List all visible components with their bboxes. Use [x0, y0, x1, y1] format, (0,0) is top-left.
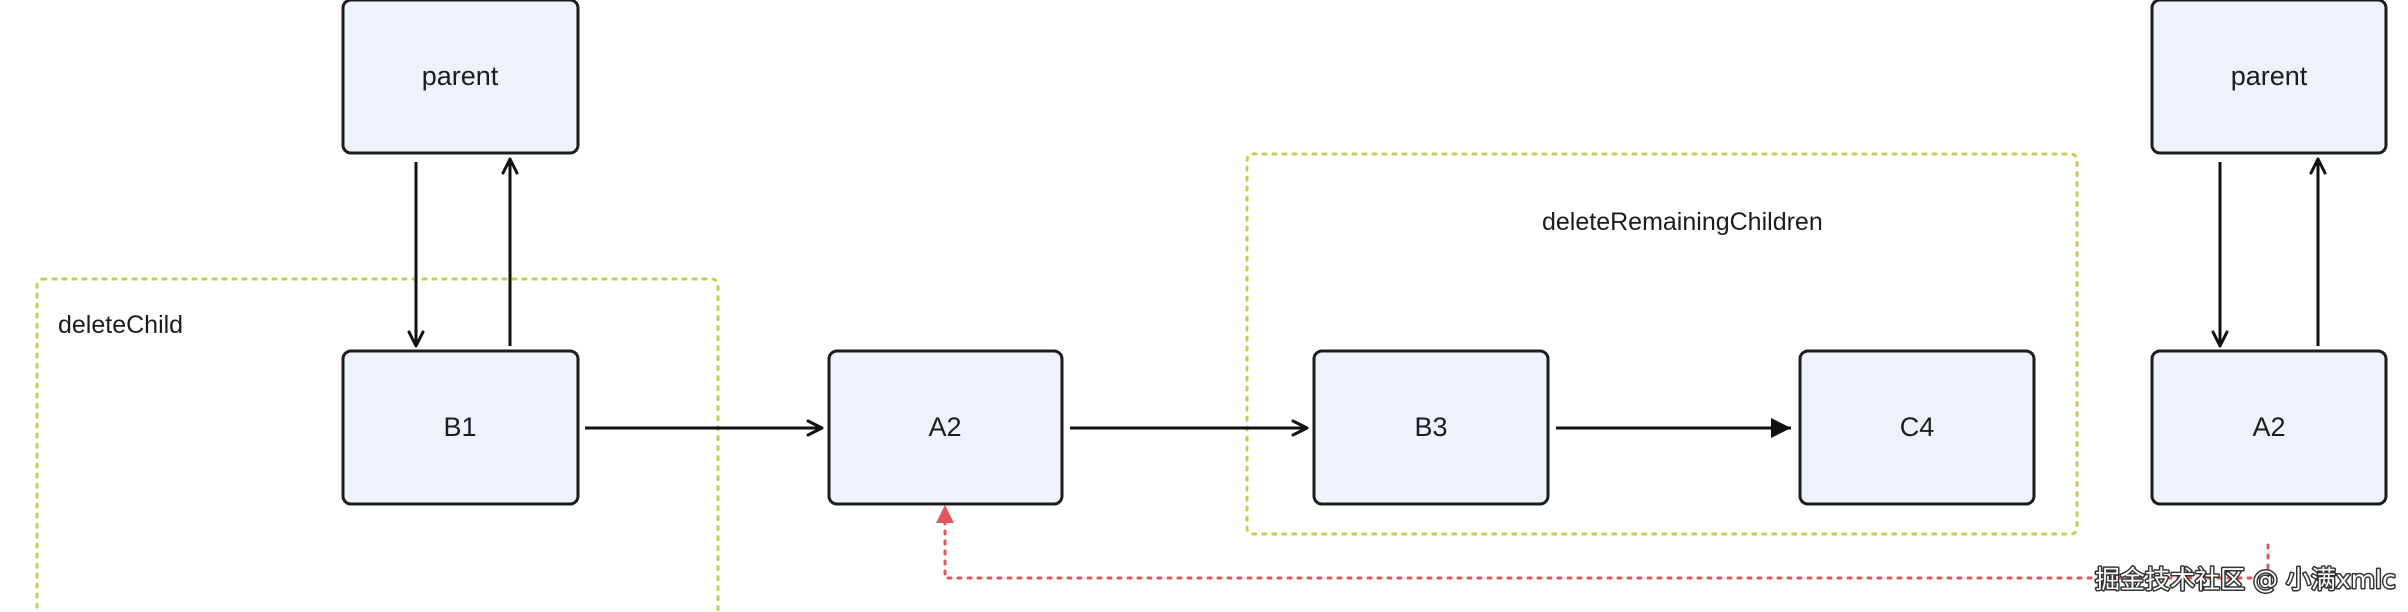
node-parent-left: parent	[341, 0, 580, 155]
node-a2-center: A2	[827, 349, 1064, 506]
node-c4-label: C4	[1900, 412, 1935, 442]
node-a2-right: A2	[2150, 349, 2388, 506]
node-b1-label: B1	[443, 412, 476, 442]
node-a2-right-box	[2150, 349, 2388, 506]
node-parent-left-box	[341, 0, 580, 155]
node-parent-right-label: parent	[2231, 61, 2308, 91]
node-b3-label: B3	[1414, 412, 1447, 442]
group-delete-child-frame	[35, 277, 720, 612]
node-parent-left-label: parent	[422, 61, 499, 91]
group-delete-child: deleteChild	[35, 277, 720, 612]
node-a2-center-label: A2	[928, 412, 961, 442]
node-b1-box	[341, 349, 580, 506]
group-delete-remaining-children: deleteRemainingChildren	[1245, 152, 2079, 536]
node-a2-center-box	[827, 349, 1064, 506]
group-delete-remaining-children-label: deleteRemainingChildren	[1542, 208, 1823, 236]
group-delete-remaining-children-frame	[1245, 152, 2079, 536]
edges	[407, 157, 2327, 580]
node-b3: B3	[1312, 349, 1550, 506]
node-b1: B1	[341, 349, 580, 506]
node-parent-right: parent	[2150, 0, 2388, 155]
group-delete-child-label: deleteChild	[58, 311, 183, 339]
node-b3-box	[1312, 349, 1550, 506]
node-parent-right-box	[2150, 0, 2388, 155]
node-a2-right-label: A2	[2252, 412, 2285, 442]
node-c4: C4	[1798, 349, 2036, 506]
watermark-text: 掘金技术社区 @ 小满xmlc	[2095, 565, 2396, 594]
node-c4-box	[1798, 349, 2036, 506]
edge-a2-right-reference-to-a2	[936, 505, 2270, 580]
